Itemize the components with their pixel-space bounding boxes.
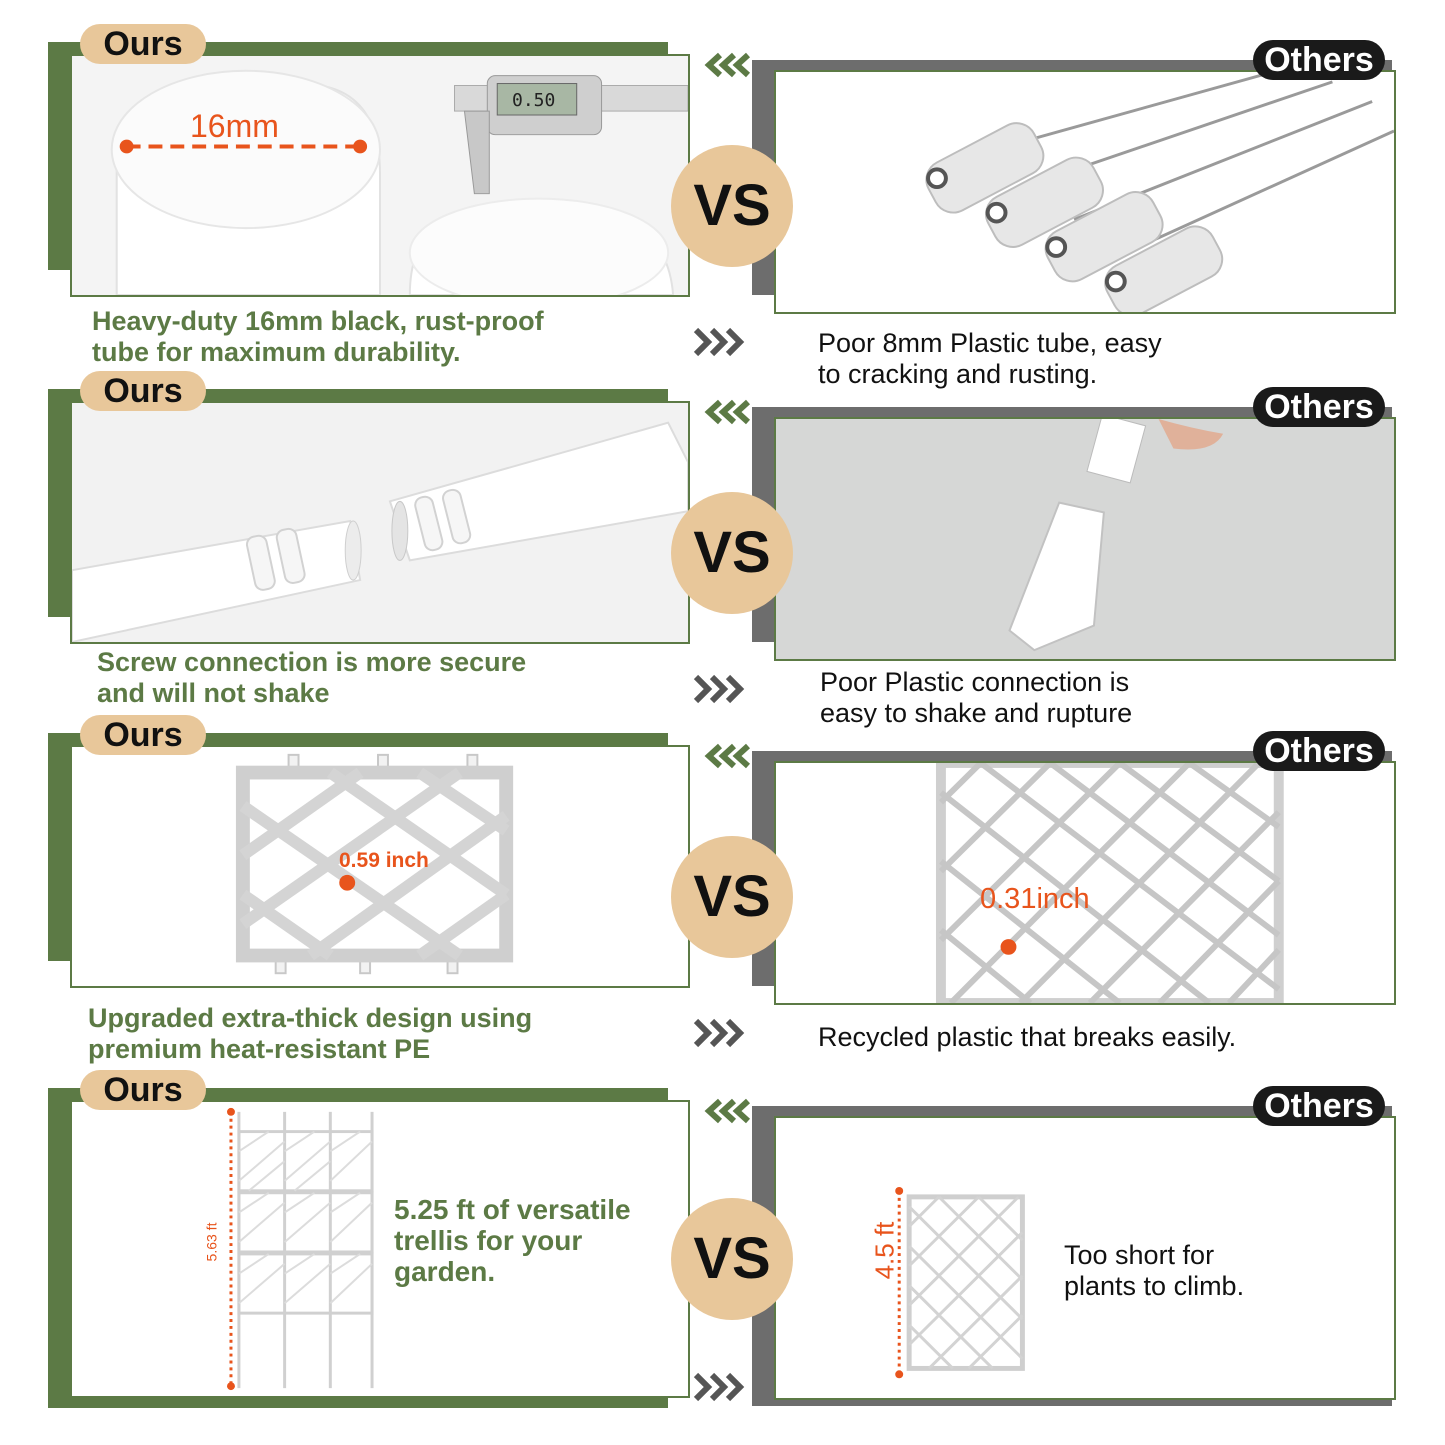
others-height-label: 4.5 ft <box>869 1221 900 1280</box>
chevron-right-icon <box>693 1018 745 1048</box>
others-caption: Poor 8mm Plastic tube, easy to cracking … <box>818 328 1162 389</box>
chevron-left-icon <box>704 743 751 769</box>
chevron-right-icon <box>693 327 745 357</box>
chevron-left-icon <box>704 1098 751 1124</box>
others-feature-text: Too short for plants to climb. <box>1064 1240 1245 1301</box>
ours-feature-text: 5.25 ft of versatile trellis for your ga… <box>394 1194 631 1287</box>
others-caption: Recycled plastic that breaks easily. <box>818 1022 1237 1052</box>
ours-badge: Ours <box>80 371 206 411</box>
ours-height-label: 5.63 ft <box>203 1222 220 1262</box>
ours-caption: Screw connection is more secure and will… <box>97 647 527 708</box>
others-image-plastic-connection <box>774 417 1396 661</box>
vs-badge: VS <box>671 492 793 614</box>
others-badge: Others <box>1253 1086 1385 1126</box>
others-badge: Others <box>1253 387 1385 427</box>
chevron-right-icon <box>693 1372 745 1402</box>
chevron-left-icon <box>704 399 751 425</box>
ours-diameter-label: 16mm <box>190 108 279 144</box>
others-image-short-trellis: 4.5 ft Too short for plants to climb. <box>774 1116 1396 1400</box>
ours-image-tube-diameter: 16mm 0.50 <box>70 54 690 297</box>
ours-badge: Ours <box>80 1070 206 1110</box>
others-caption: Poor Plastic connection is easy to shake… <box>820 667 1133 728</box>
others-image-thin-tubes <box>774 70 1396 314</box>
ours-caption: Upgraded extra-thick design using premiu… <box>88 1003 533 1064</box>
ours-badge: Ours <box>80 715 206 755</box>
others-thickness-label: 0.31inch <box>980 883 1090 915</box>
others-image-thin-lattice: 0.31inch <box>774 761 1396 1005</box>
others-badge: Others <box>1253 40 1385 80</box>
comparison-row-1: 16mm 0.50 Ours Others VS Heavy-dut <box>0 22 1445 389</box>
ours-image-tall-trellis: 5.63 ft 5.25 ft of versatile trellis for… <box>70 1100 690 1398</box>
ours-caption: Heavy-duty 16mm black, rust-proof tube f… <box>92 306 544 367</box>
ours-thickness-label: 0.59 inch <box>339 849 429 872</box>
ours-badge: Ours <box>80 24 206 64</box>
comparison-row-4: 5.63 ft 5.25 ft of versatile trellis for… <box>0 1068 1445 1428</box>
vs-badge: VS <box>671 145 793 267</box>
ours-image-thick-lattice: 0.59 inch <box>70 745 690 988</box>
chevron-right-icon <box>693 674 745 704</box>
caliper-reading: 0.50 <box>512 90 556 111</box>
ours-image-screw-connection <box>70 401 690 644</box>
comparison-row-3: 0.59 inch 0.31inch Ours Others VS Upgrad… <box>0 713 1445 1064</box>
others-badge: Others <box>1253 731 1385 771</box>
comparison-row-2: Ours Others VS Screw connection is more … <box>0 369 1445 728</box>
vs-badge: VS <box>671 1198 793 1320</box>
vs-badge: VS <box>671 836 793 958</box>
chevron-left-icon <box>704 52 751 78</box>
